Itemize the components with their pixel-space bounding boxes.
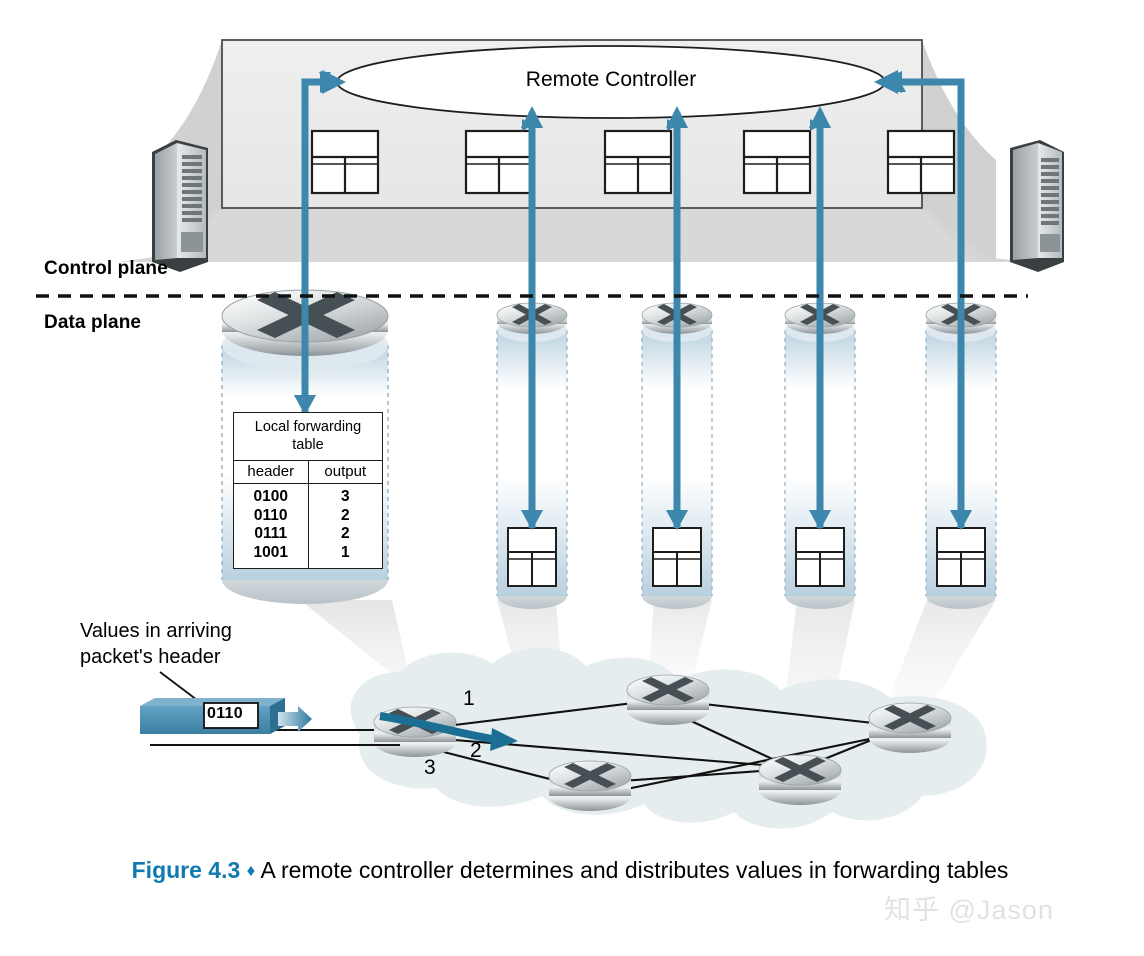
column-header-header: header (234, 461, 309, 483)
controller-table-icons (310, 129, 956, 195)
table-cell: 2 (340, 506, 350, 524)
table-cell: 1 (340, 543, 350, 561)
cylinder-table-icon (507, 527, 557, 587)
output-column: 3 2 2 1 (309, 484, 383, 568)
table-cell: 0111 (254, 525, 288, 542)
packet-graphic (140, 698, 400, 747)
controller-table-icon (310, 129, 380, 195)
figure-number: Figure 4.3 (131, 857, 241, 883)
diamond-icon: ♦ (246, 861, 256, 880)
port-label-3: 3 (424, 756, 436, 779)
remote-controller-label: Remote Controller (525, 68, 697, 91)
packet-header-annotation: Values in arriving packet's header (80, 620, 232, 668)
data-plane-label: Data plane (44, 312, 142, 333)
cylinder-table-icons (507, 527, 986, 587)
cloud-router (868, 702, 952, 753)
figure-caption: Figure 4.3 ♦ A remote controller determi… (120, 855, 1020, 886)
port-label-1: 1 (463, 687, 475, 710)
column-header-output: output (324, 463, 367, 480)
control-plane-label: Control plane (44, 258, 168, 279)
controller-table-icon (464, 129, 534, 195)
forwarding-table-title: Local forwarding table (234, 413, 382, 461)
table-cell: 3 (340, 488, 350, 505)
cylinder-table-icon (795, 527, 845, 587)
controller-table-icon (603, 129, 673, 195)
cloud-router (548, 760, 632, 811)
control-arrow-trunks (301, 78, 965, 515)
controller-table-icon (886, 129, 956, 195)
cloud-router (626, 674, 710, 725)
table-cell: 1001 (253, 543, 288, 561)
cloud-router (758, 754, 842, 805)
controller-table-icon (742, 129, 812, 195)
port-label-2: 2 (470, 739, 482, 762)
table-cell: 0110 (253, 506, 288, 524)
table-cell: 2 (340, 525, 350, 542)
server-left (152, 140, 208, 272)
cylinder-table-icon (936, 527, 986, 587)
server-right (1010, 140, 1064, 272)
packet-path-through-router (379, 712, 518, 751)
watermark: 知乎 @Jason (884, 895, 1054, 925)
figure-caption-text: A remote controller determines and distr… (260, 857, 1009, 883)
header-column: 0100 0110 0111 1001 (234, 484, 309, 568)
table-cell: 0100 (253, 488, 288, 505)
local-forwarding-table: Local forwarding table header output 010… (233, 412, 383, 569)
forwarding-table-body: 0100 0110 0111 1001 3 2 2 1 (234, 484, 382, 568)
cylinder-table-icon (652, 527, 702, 587)
packet-header-value: 0110 (207, 705, 243, 722)
arrowheads-top (294, 70, 972, 530)
forwarding-table-header-row: header output (234, 461, 382, 484)
